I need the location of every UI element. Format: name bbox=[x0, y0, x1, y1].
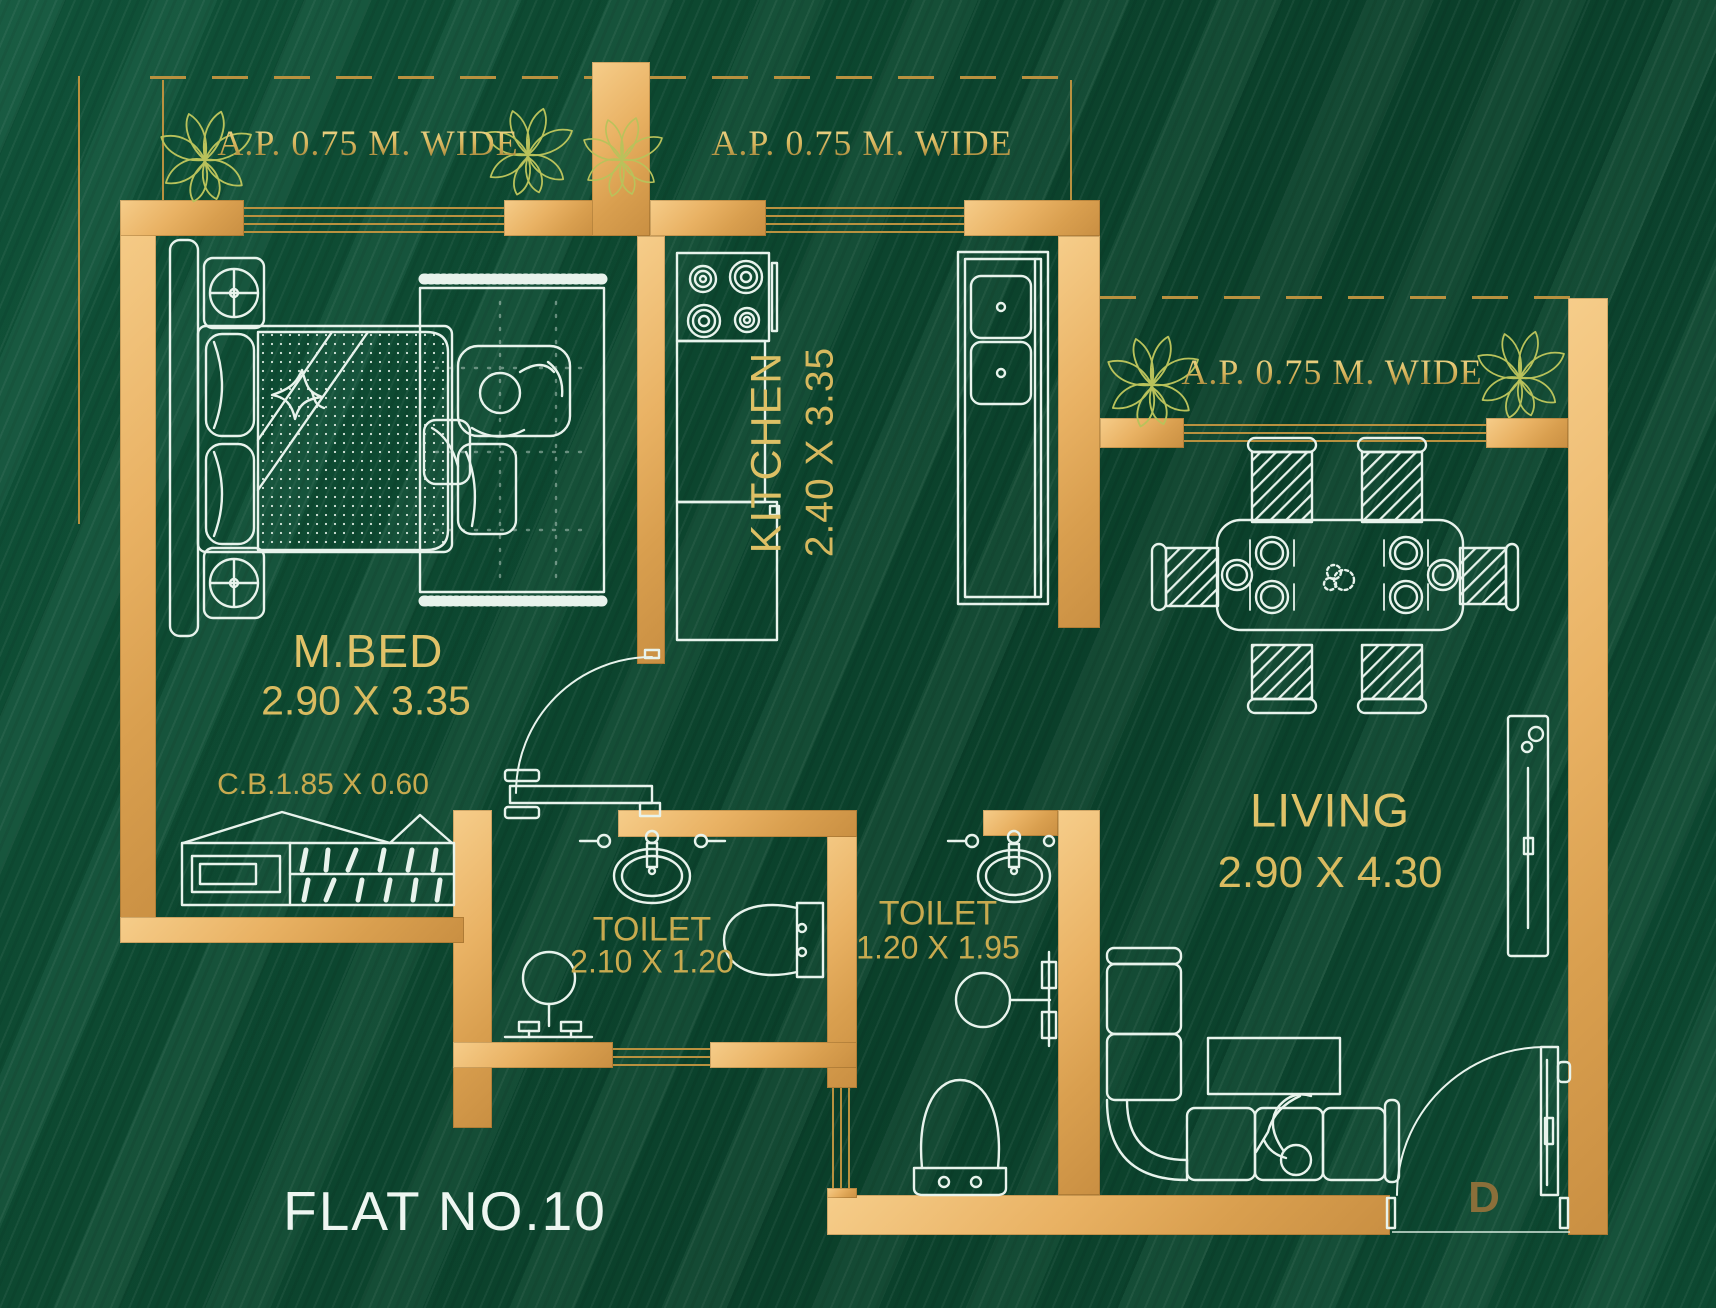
wall-toilet2-top bbox=[983, 810, 1058, 836]
wall-mbed-bottom bbox=[120, 917, 464, 943]
wall-balcony-right-stub-right bbox=[1486, 418, 1568, 448]
shower-icon bbox=[954, 950, 1058, 1048]
person-icon bbox=[478, 371, 522, 415]
main-door-swing-icon bbox=[1385, 1045, 1572, 1230]
room-label-kitchen: KITCHEN 2.40 X 3.35 bbox=[740, 347, 847, 558]
wall-kitchen-living bbox=[1058, 236, 1100, 628]
wc-icon bbox=[722, 901, 825, 979]
nightstand-icon bbox=[202, 546, 266, 620]
plate-icon bbox=[1220, 535, 1460, 615]
plant-icon bbox=[582, 116, 664, 198]
bed-icon bbox=[168, 238, 454, 638]
person-icon bbox=[1254, 1093, 1313, 1177]
dining-table-icon bbox=[1215, 518, 1465, 632]
wall-toilets-shared-low bbox=[827, 1188, 857, 1198]
room-label-toilet2: TOILET bbox=[878, 894, 998, 933]
wall-toilet1-top bbox=[618, 810, 857, 837]
flat-number-label: FLAT NO.10 bbox=[283, 1180, 607, 1242]
window-balcony-right bbox=[1184, 420, 1486, 447]
wall-bottom-band bbox=[827, 1195, 1390, 1235]
door-swing-icon bbox=[503, 648, 662, 820]
stove-icon bbox=[675, 251, 779, 343]
main-door-threshold bbox=[1392, 1231, 1570, 1233]
wall-kitchen-left bbox=[637, 236, 665, 664]
balcony-middle-label: A.P. 0.75 M. WIDE bbox=[711, 123, 1013, 163]
tv-unit-icon bbox=[1506, 714, 1550, 958]
chair-icon bbox=[1150, 436, 1520, 715]
room-dims-toilet1: 2.10 X 1.20 bbox=[570, 943, 734, 980]
nightstand-icon bbox=[202, 256, 266, 330]
bedside-table-icon bbox=[422, 418, 472, 486]
room-dims-mbed: 2.90 X 3.35 bbox=[261, 677, 471, 724]
washbasin-icon bbox=[578, 829, 727, 905]
kitchen-dims: 2.40 X 3.35 bbox=[798, 346, 842, 558]
wall-mbed-top-left bbox=[120, 200, 244, 236]
balcony-right-edge-dashed bbox=[1100, 296, 1570, 299]
room-label-living: LIVING bbox=[1249, 783, 1411, 837]
wall-toilets-shared bbox=[827, 810, 857, 1088]
window-kitchen-top bbox=[766, 204, 964, 236]
balcony-middle-edge-dashed bbox=[650, 76, 1074, 79]
vent-toilet1 bbox=[613, 1044, 710, 1066]
washbasin-icon bbox=[946, 829, 1056, 904]
sofa-icon bbox=[1105, 946, 1401, 1184]
wall-mbed-top-right bbox=[504, 200, 596, 236]
shower-icon bbox=[503, 950, 594, 1039]
room-label-mbed: M.BED bbox=[292, 625, 444, 677]
wall-kitchen-top-left bbox=[650, 200, 766, 236]
balcony-middle-side-line bbox=[1070, 80, 1072, 202]
plot-boundary-line bbox=[78, 76, 80, 524]
wc-icon bbox=[912, 1078, 1008, 1197]
plant-icon bbox=[1476, 330, 1566, 419]
wall-toilet1-bottom-left bbox=[453, 1042, 613, 1068]
centerpiece-icon bbox=[1322, 563, 1356, 592]
vent-toilet2 bbox=[829, 1088, 855, 1188]
wall-balcony-right-stub-left bbox=[1100, 418, 1184, 448]
wardrobe-icon bbox=[180, 810, 456, 907]
room-dims-toilet2: 1.20 X 1.95 bbox=[856, 929, 1020, 966]
wall-outer-right bbox=[1568, 298, 1608, 1235]
coffee-table-icon bbox=[1206, 1036, 1342, 1096]
balcony-right-label: A.P. 0.75 M. WIDE bbox=[1181, 352, 1483, 392]
kitchen-name: KITCHEN bbox=[742, 350, 791, 554]
wall-kitchen-top-right bbox=[964, 200, 1100, 236]
room-dims-living: 2.90 X 4.30 bbox=[1217, 848, 1443, 897]
cupboard-label: C.B.1.85 X 0.60 bbox=[217, 768, 429, 801]
room-label-toilet1: TOILET bbox=[592, 910, 712, 949]
wall-mbed-left bbox=[120, 200, 156, 943]
balcony-left-edge-dashed bbox=[150, 76, 595, 79]
main-door-label: D bbox=[1468, 1173, 1500, 1222]
sink-unit-icon bbox=[956, 250, 1050, 606]
kitchen-counter-icon bbox=[675, 339, 781, 642]
wall-toilet1-left bbox=[453, 810, 492, 1128]
wall-toilet2-right bbox=[1058, 810, 1100, 1195]
balcony-left-label: A.P. 0.75 M. WIDE bbox=[217, 123, 519, 163]
window-mbed-top bbox=[244, 204, 504, 236]
armchair-icon bbox=[456, 344, 572, 536]
wall-toilet1-bottom-right bbox=[710, 1042, 857, 1068]
